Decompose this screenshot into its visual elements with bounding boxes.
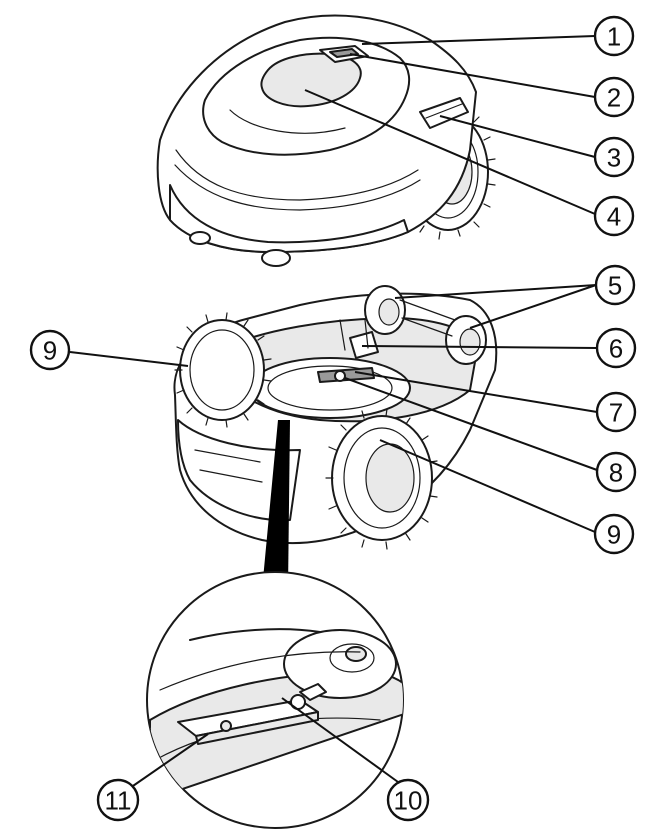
callout-4: 4: [593, 195, 635, 237]
svg-text:6: 6: [609, 334, 623, 364]
leader-3: [439, 115, 596, 158]
right-drive-wheel: [325, 408, 438, 550]
leader-1: [361, 35, 596, 45]
mower-underside-view: [173, 285, 498, 550]
svg-text:11: 11: [105, 786, 132, 816]
leader-2: [349, 53, 596, 98]
svg-text:8: 8: [609, 458, 623, 488]
left-drive-wheel: [174, 312, 272, 428]
callout-7: 7: [595, 391, 637, 433]
mower-top-view: [156, 14, 496, 267]
leader-5a: [394, 284, 597, 299]
rear-rollers: [364, 285, 487, 365]
leader-9-right: [379, 439, 596, 533]
leader-9-left: [69, 351, 189, 367]
leader-7: [354, 371, 598, 413]
callout-11: 11: [96, 778, 140, 822]
callout-10: 10: [386, 778, 430, 822]
callout-1: 1: [593, 15, 635, 57]
callout-9-right: 9: [593, 513, 635, 555]
svg-text:7: 7: [609, 398, 623, 428]
control-lid: [260, 52, 362, 108]
callouts: 1 2 3 4 5 6 7 8: [29, 15, 637, 822]
callout-5: 5: [594, 264, 636, 306]
svg-text:10: 10: [394, 786, 423, 816]
leader-5b: [469, 284, 597, 329]
callout-2: 2: [593, 76, 635, 118]
stop-button: [319, 45, 369, 63]
leader-4: [304, 89, 596, 215]
cutting-disc: [249, 357, 411, 419]
leader-8: [344, 377, 598, 471]
disc-blade: [317, 367, 375, 383]
svg-text:1: 1: [607, 22, 621, 52]
blade-detail-view: [146, 571, 404, 829]
leader-6: [361, 345, 598, 349]
svg-text:5: 5: [608, 271, 622, 301]
carry-handle: [419, 97, 469, 129]
callout-8: 8: [595, 451, 637, 493]
leader-11: [129, 733, 209, 789]
height-adjuster: [349, 331, 379, 359]
svg-text:9: 9: [43, 336, 57, 366]
callout-6: 6: [595, 327, 637, 369]
svg-text:4: 4: [607, 202, 621, 232]
zoom-cone: [262, 420, 290, 590]
callout-9-left: 9: [29, 329, 71, 371]
callout-3: 3: [593, 136, 635, 178]
leader-10: [281, 697, 399, 783]
svg-text:2: 2: [607, 83, 621, 113]
svg-text:9: 9: [607, 520, 621, 550]
svg-text:3: 3: [607, 143, 621, 173]
